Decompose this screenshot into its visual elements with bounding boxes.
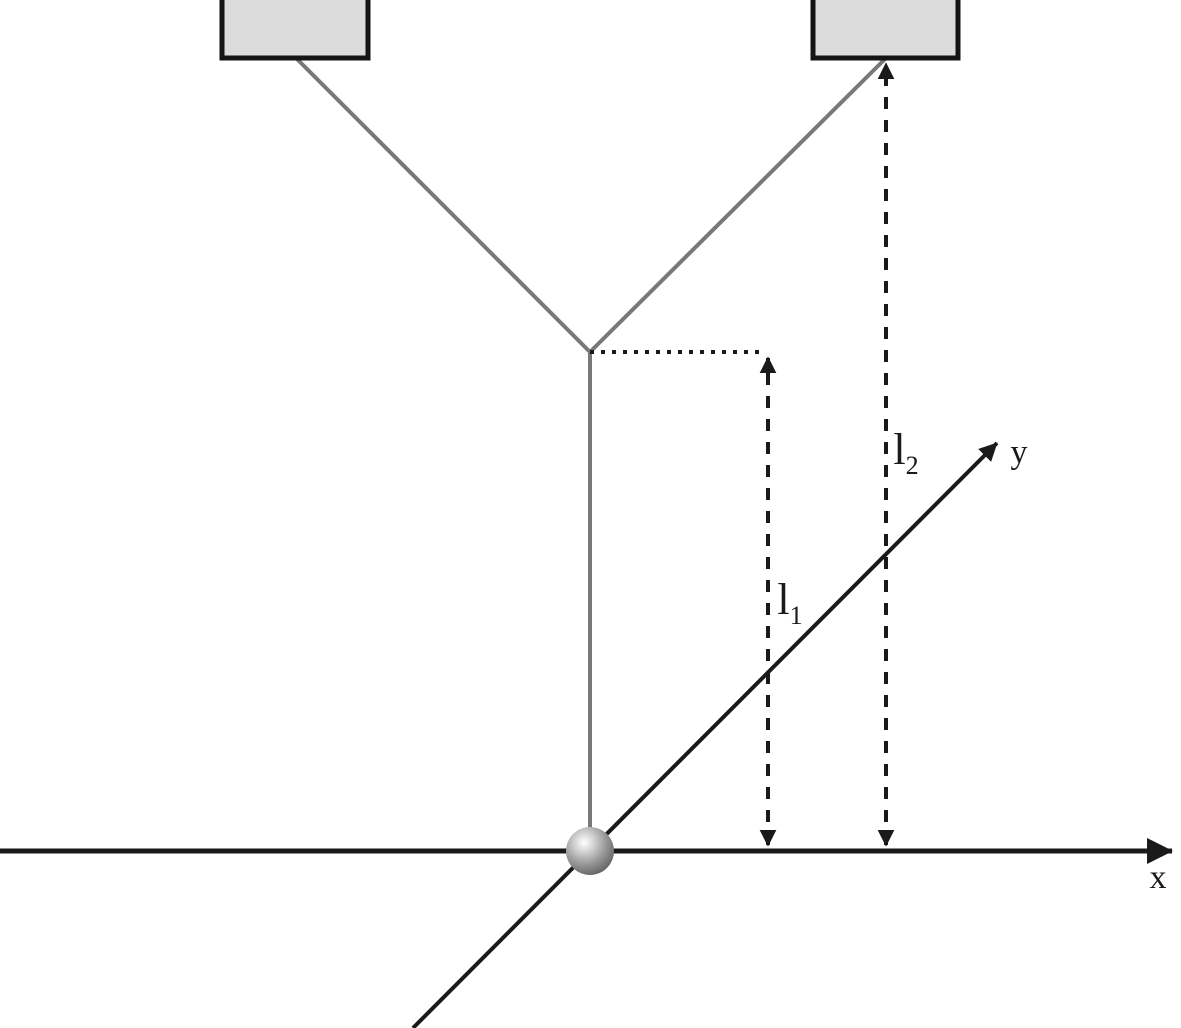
x-axis-label: x [1150, 859, 1167, 896]
y-axis-line [411, 441, 999, 1028]
dimension-l1-label-base: l [777, 575, 789, 624]
left-cable [294, 56, 592, 354]
right-anchor-block [810, 0, 961, 61]
y-axis-label: y [1011, 434, 1028, 471]
cable-group [294, 56, 888, 851]
dimension-l2-label: l2 [893, 425, 918, 480]
dimension-l1-label-subscript: 1 [790, 601, 803, 630]
dimension-l2-label-subscript: 2 [906, 451, 919, 480]
suspended-mass-ball [566, 827, 614, 875]
dimension-l1-label: l1 [777, 575, 802, 630]
anchor-block-group [219, 0, 961, 61]
right-cable [588, 56, 888, 354]
dimension-l2-label-base: l [893, 425, 905, 474]
left-anchor-block [219, 0, 371, 61]
